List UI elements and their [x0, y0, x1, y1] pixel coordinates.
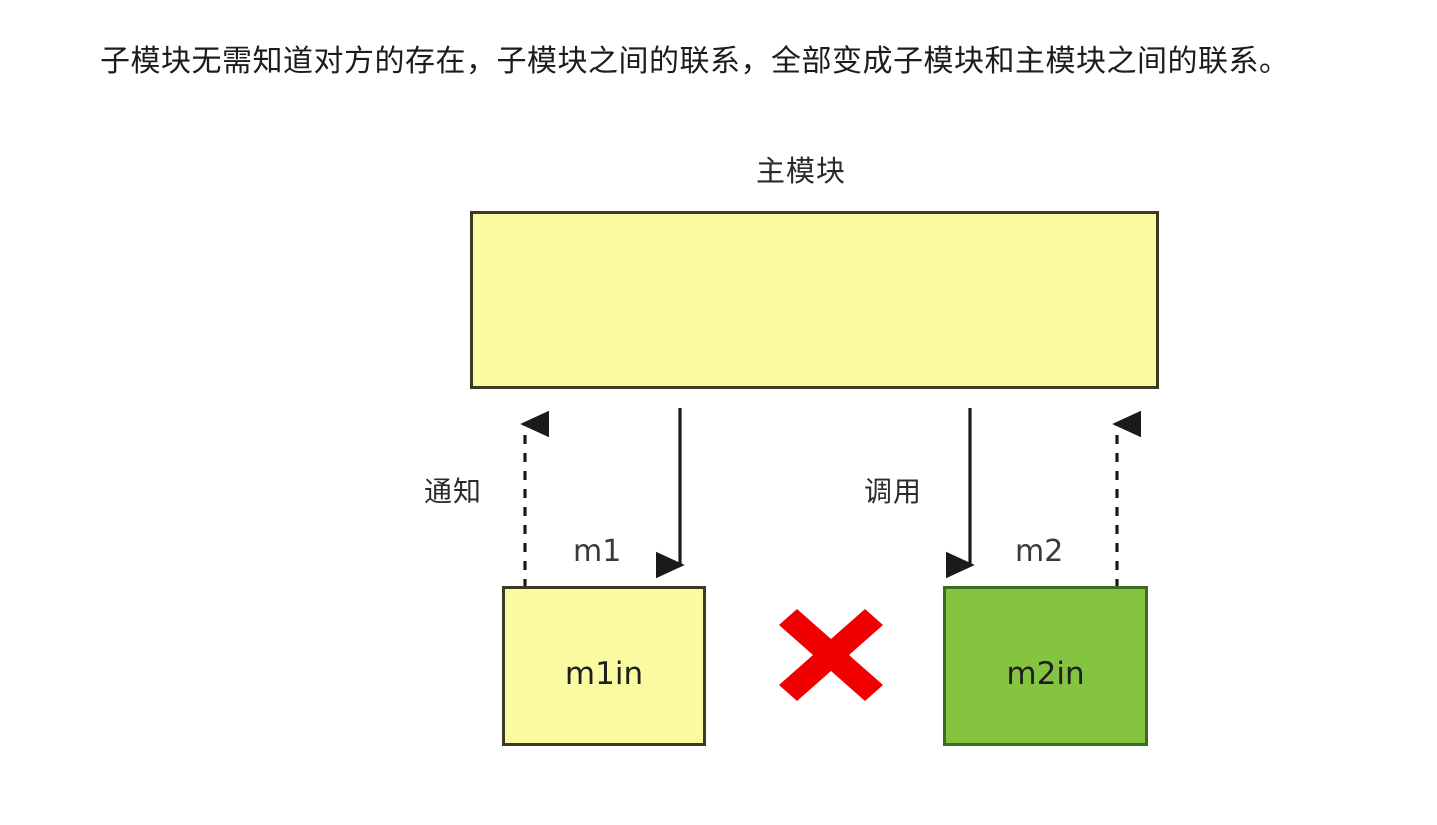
relation-label-notify: 通知 — [424, 476, 483, 507]
submodule-label-m1: m1 — [573, 534, 622, 569]
submodule-box-m2: m2in — [943, 586, 1148, 746]
red-x-mark-icon — [779, 609, 883, 701]
main-module-caption: 主模块 — [756, 156, 847, 188]
submodule-label-m2: m2 — [1015, 534, 1064, 569]
submodule-box-m1: m1in — [502, 586, 706, 746]
main-module-box — [470, 211, 1159, 389]
relation-label-call: 调用 — [864, 476, 923, 507]
submodule-box-m2-text: m2in — [1006, 655, 1085, 692]
submodule-box-m1-text: m1in — [564, 655, 644, 692]
page-title: 子模块无需知道对方的存在，子模块之间的联系，全部变成子模块和主模块之间的联系。 — [100, 45, 1290, 78]
